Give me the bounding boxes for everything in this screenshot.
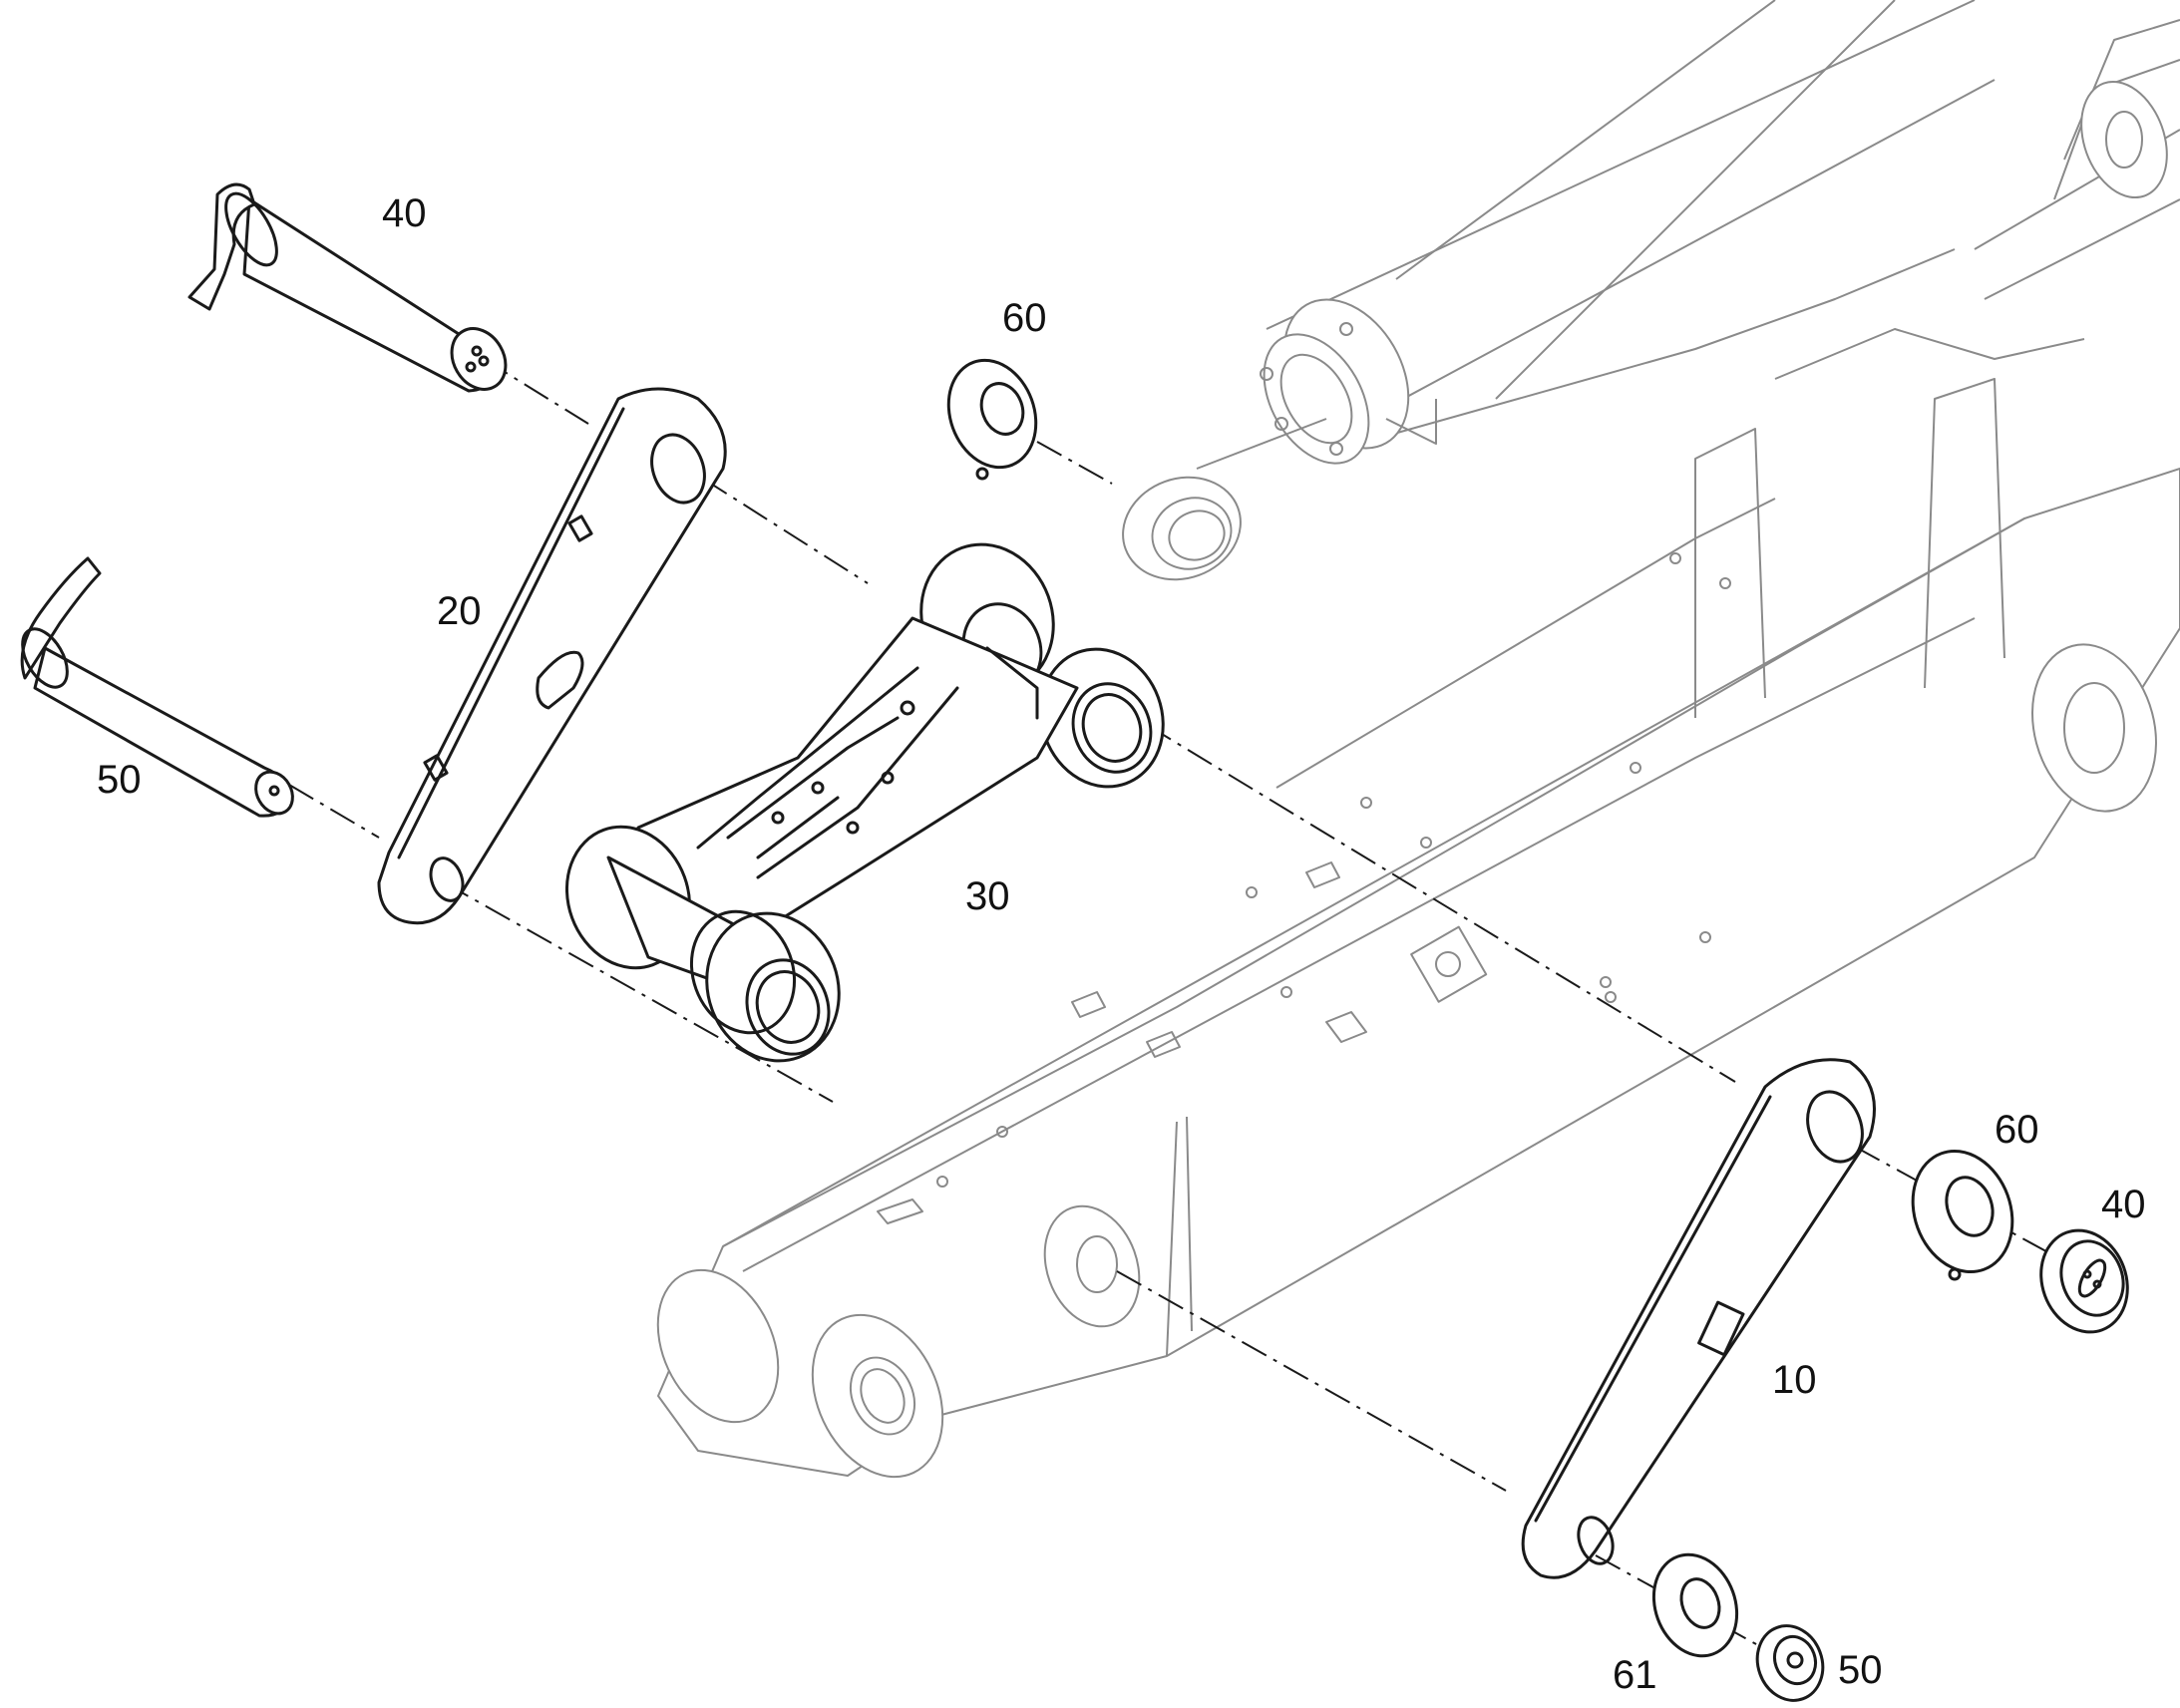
callout-60-top-washer: 60 [1002, 296, 1047, 340]
link-plate-10 [1521, 1058, 1876, 1579]
washer-61 [1651, 1552, 1739, 1658]
washer-60-right [1911, 1149, 2014, 1281]
callout-labels: 40 60 20 50 30 60 40 10 61 50 [97, 191, 2146, 1697]
arm-assembly-background [656, 19, 2180, 1479]
pin-40-top [187, 182, 508, 393]
assembly-centerlines [288, 358, 2065, 1661]
pin-50-left [20, 556, 294, 818]
callout-20-link-plate: 20 [437, 589, 482, 633]
h-link-30 [564, 542, 1165, 1063]
callout-61-washer: 61 [1613, 1653, 1657, 1697]
callout-50-left-pin: 50 [97, 758, 142, 802]
link-plate-20 [377, 387, 727, 925]
callout-30-h-link: 30 [965, 874, 1010, 918]
pin-50-end-cap [1755, 1624, 1825, 1702]
callout-40-end-cap: 40 [2101, 1183, 2146, 1226]
callout-60-right-washer: 60 [1995, 1108, 2039, 1152]
pin-40-end-cap [2039, 1228, 2129, 1334]
hydraulic-cylinder-background [1122, 0, 1996, 581]
callout-40-top-pin: 40 [382, 191, 427, 235]
callout-10-link-plate: 10 [1772, 1358, 1817, 1402]
washer-60-top [946, 358, 1038, 481]
callout-50-end-cap: 50 [1838, 1648, 1883, 1692]
